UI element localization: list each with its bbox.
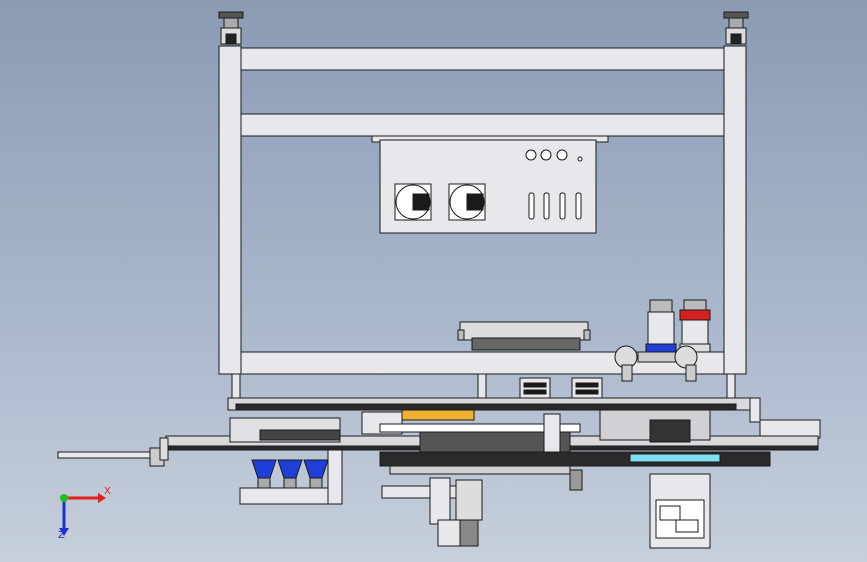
coordinate-triad-icon bbox=[48, 482, 106, 536]
electrical-box bbox=[649, 473, 711, 549]
conveyor-assembly bbox=[57, 397, 821, 475]
leveling-foot-right bbox=[723, 11, 749, 45]
coordinate-triad: X Z bbox=[40, 478, 120, 548]
main-frame bbox=[218, 45, 747, 401]
lower-components bbox=[239, 449, 583, 547]
z-axis-label: Z bbox=[58, 530, 65, 541]
leveling-foot-left bbox=[218, 11, 244, 45]
control-panel bbox=[371, 135, 609, 234]
filter-regulator-blue bbox=[614, 299, 679, 382]
terminal-block bbox=[457, 321, 591, 351]
bracket-blocks bbox=[519, 377, 603, 399]
filter-regulator-red bbox=[674, 299, 711, 382]
blue-nozzles bbox=[251, 459, 329, 491]
x-axis-label: X bbox=[104, 486, 111, 497]
